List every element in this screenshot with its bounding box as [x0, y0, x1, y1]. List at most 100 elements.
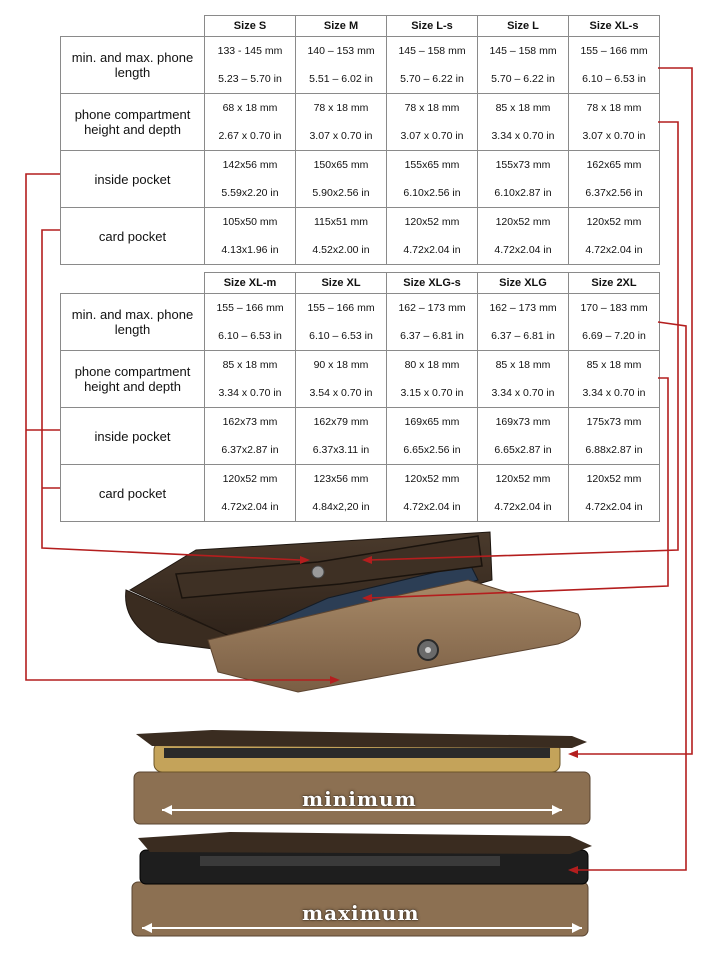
- size-header: Size S: [204, 15, 296, 37]
- inch-value: 6.69 – 7.20 in: [582, 330, 646, 342]
- mm-value: 162x65 mm: [586, 159, 642, 171]
- inch-value: 4.72x2.04 in: [221, 501, 279, 513]
- table-cell: 155 – 166 mm 6.10 – 6.53 in: [204, 293, 296, 351]
- open-pouch-photo: [125, 531, 581, 693]
- row-label: card pocket: [60, 464, 205, 522]
- table-cell: 85 x 18 mm 3.34 x 0.70 in: [477, 93, 569, 151]
- arrow-head-left: [142, 923, 152, 933]
- phone-screen-edge: [164, 748, 550, 758]
- inch-value: 6.10x2.87 in: [494, 187, 552, 199]
- row-label: min. and max. phone length: [60, 36, 205, 94]
- snap-button-top: [311, 565, 325, 579]
- header-corner: [61, 16, 205, 37]
- size-header: Size XL-m: [204, 272, 296, 294]
- mm-value: 120x52 mm: [404, 473, 460, 485]
- size-header: Size L-s: [386, 15, 478, 37]
- inch-value: 4.52x2.00 in: [312, 244, 370, 256]
- size-header: Size XLG-s: [386, 272, 478, 294]
- mm-value: 85 x 18 mm: [495, 102, 551, 114]
- inch-value: 4.72x2.04 in: [494, 244, 552, 256]
- maximum-label: maximum: [302, 901, 420, 925]
- table-cell: 68 x 18 mm 2.67 x 0.70 in: [204, 93, 296, 151]
- size-header: Size M: [295, 15, 387, 37]
- mm-value: 150x65 mm: [313, 159, 369, 171]
- table-cell: 123x56 mm 4.84x2,20 in: [295, 464, 387, 522]
- size-header-row: Size XL-m Size XL Size XLG-s Size XLG Si…: [61, 272, 660, 294]
- mm-value: 120x52 mm: [586, 216, 642, 228]
- mm-value: 78 x 18 mm: [586, 102, 642, 114]
- mm-value: 162 – 173 mm: [489, 302, 557, 314]
- mm-value: 155 – 166 mm: [580, 45, 648, 57]
- inch-value: 3.15 x 0.70 in: [400, 387, 464, 399]
- mm-value: 85 x 18 mm: [495, 359, 551, 371]
- mm-value: 120x52 mm: [586, 473, 642, 485]
- mm-value: 68 x 18 mm: [222, 102, 278, 114]
- table-cell: 162x65 mm 6.37x2.56 in: [568, 150, 660, 208]
- inch-value: 6.88x2.87 in: [585, 444, 643, 456]
- inch-value: 5.70 – 6.22 in: [400, 73, 464, 85]
- header-corner: [61, 273, 205, 294]
- mm-value: 145 – 158 mm: [489, 45, 557, 57]
- mm-value: 162 – 173 mm: [398, 302, 466, 314]
- row-label: phone compartment height and depth: [60, 93, 205, 151]
- inch-value: 4.84x2,20 in: [312, 501, 370, 513]
- table-cell: 162 – 173 mm 6.37 – 6.81 in: [477, 293, 569, 351]
- mm-value: 85 x 18 mm: [222, 359, 278, 371]
- inch-value: 5.59x2.20 in: [221, 187, 279, 199]
- mm-value: 162x73 mm: [222, 416, 278, 428]
- inch-value: 3.34 x 0.70 in: [582, 387, 646, 399]
- mm-value: 155x73 mm: [495, 159, 551, 171]
- inch-value: 6.37 – 6.81 in: [400, 330, 464, 342]
- mm-value: 155 – 166 mm: [216, 302, 284, 314]
- mm-value: 140 – 153 mm: [307, 45, 375, 57]
- size-table-2: Size XL-m Size XL Size XLG-s Size XLG Si…: [60, 272, 660, 522]
- inch-value: 6.37x2.56 in: [585, 187, 643, 199]
- inch-value: 6.37x2.87 in: [221, 444, 279, 456]
- table-cell: 85 x 18 mm 3.34 x 0.70 in: [477, 350, 569, 408]
- inch-value: 4.72x2.04 in: [403, 244, 461, 256]
- pouch-top-edge: [138, 832, 592, 854]
- mm-value: 120x52 mm: [404, 216, 460, 228]
- inch-value: 3.07 x 0.70 in: [309, 130, 373, 142]
- size-header: Size XLG: [477, 272, 569, 294]
- mm-value: 120x52 mm: [495, 473, 551, 485]
- inch-value: 2.67 x 0.70 in: [218, 130, 282, 142]
- size-table-1: Size S Size M Size L-s Size L Size XL-s …: [60, 15, 660, 265]
- size-header: Size XL: [295, 272, 387, 294]
- arrow-head-left: [162, 805, 172, 815]
- mm-value: 169x65 mm: [404, 416, 460, 428]
- inch-value: 3.34 x 0.70 in: [491, 387, 555, 399]
- inch-value: 6.37 – 6.81 in: [491, 330, 555, 342]
- inch-value: 3.34 x 0.70 in: [491, 130, 555, 142]
- row-label: card pocket: [60, 207, 205, 265]
- table-cell: 120x52 mm 4.72x2.04 in: [386, 207, 478, 265]
- inch-value: 6.10 – 6.53 in: [218, 330, 282, 342]
- size-header: Size L: [477, 15, 569, 37]
- mm-value: 78 x 18 mm: [313, 102, 369, 114]
- table-cell: 78 x 18 mm 3.07 x 0.70 in: [295, 93, 387, 151]
- mm-value: 169x73 mm: [495, 416, 551, 428]
- arrow-head-right: [552, 805, 562, 815]
- table-cell: 155x73 mm 6.10x2.87 in: [477, 150, 569, 208]
- mm-value: 123x56 mm: [313, 473, 369, 485]
- maximum-phone-photo: [131, 832, 592, 937]
- table-cell: 162 – 173 mm 6.37 – 6.81 in: [386, 293, 478, 351]
- mm-value: 105x50 mm: [222, 216, 278, 228]
- inch-value: 6.37x3.11 in: [312, 444, 370, 456]
